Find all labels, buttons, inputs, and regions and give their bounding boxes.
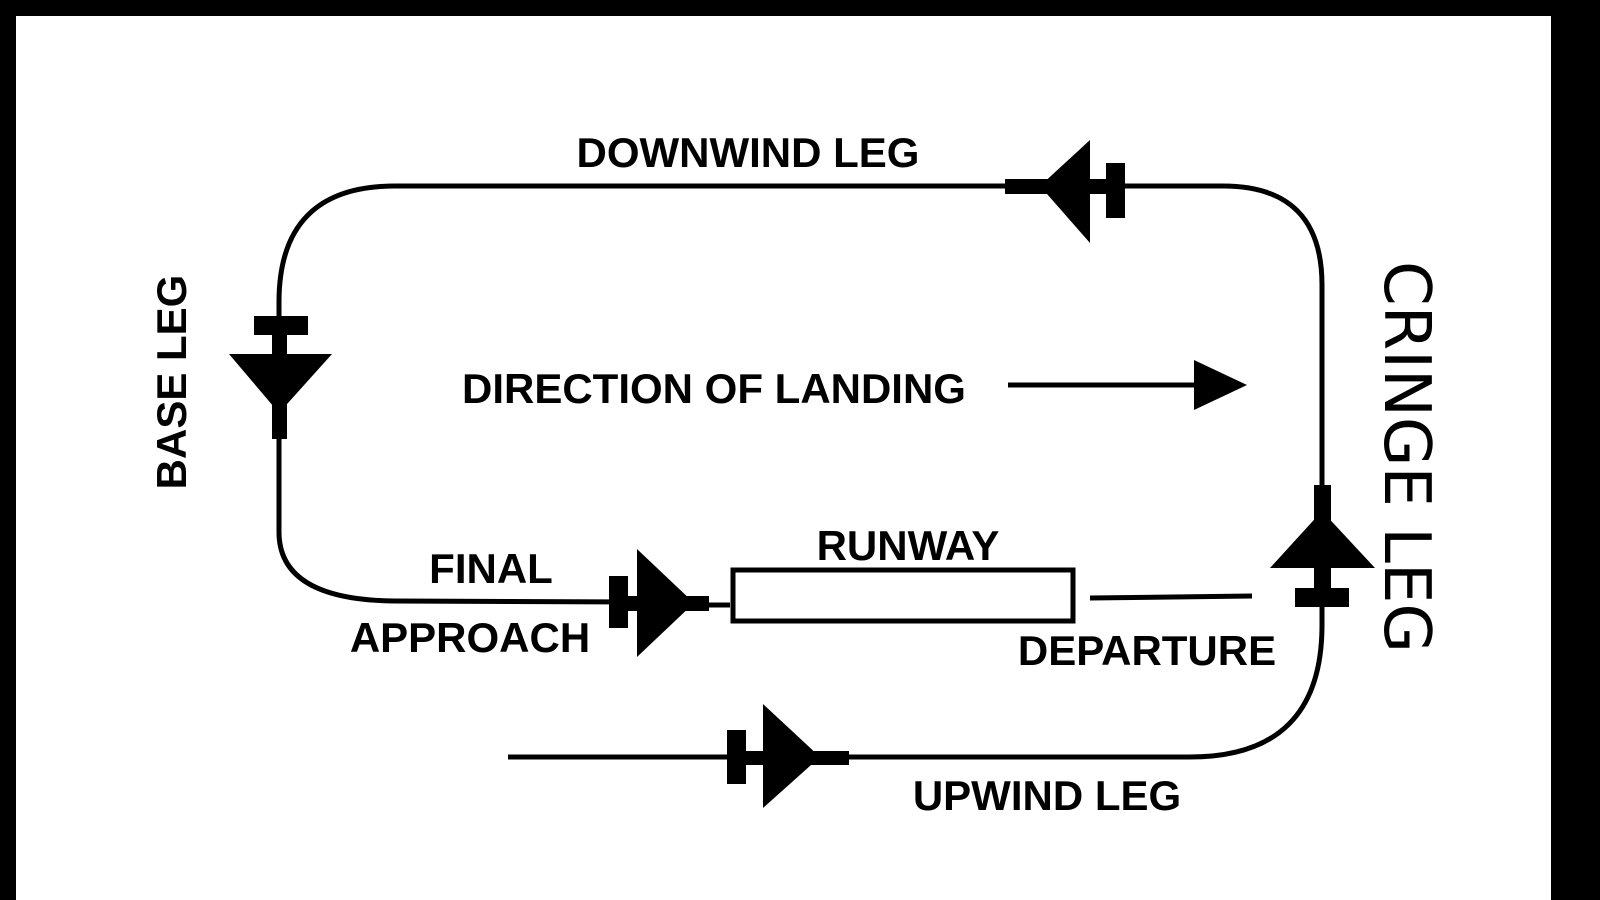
runway-label: RUNWAY: [817, 522, 1000, 569]
downwind-leg-label: DOWNWIND LEG: [577, 129, 920, 176]
final-approach-label-line1: FINAL: [429, 545, 553, 592]
final-approach-label-line2: APPROACH: [350, 614, 590, 661]
aircraft-icon-base: [229, 316, 332, 439]
departure-label: DEPARTURE: [1018, 627, 1276, 674]
departure-line: [1089, 593, 1253, 601]
aircraft-icon-final: [609, 549, 709, 657]
direction-of-landing-label: DIRECTION OF LANDING: [462, 365, 966, 412]
aircraft-icon-downwind: [1005, 140, 1125, 243]
base-leg-label: BASE LEG: [148, 275, 195, 490]
runway-rect: [730, 567, 1076, 624]
aircraft-icon-crosswind: [1270, 485, 1375, 607]
pattern-path-upwind-crosswind-downwind: [276, 183, 1325, 760]
direction-arrow-head: [1194, 360, 1247, 410]
crosswind-leg-label: CRINGE LEG: [1369, 261, 1443, 653]
aircraft-icon-upwind: [727, 704, 849, 808]
upwind-leg-label: UPWIND LEG: [913, 772, 1181, 819]
